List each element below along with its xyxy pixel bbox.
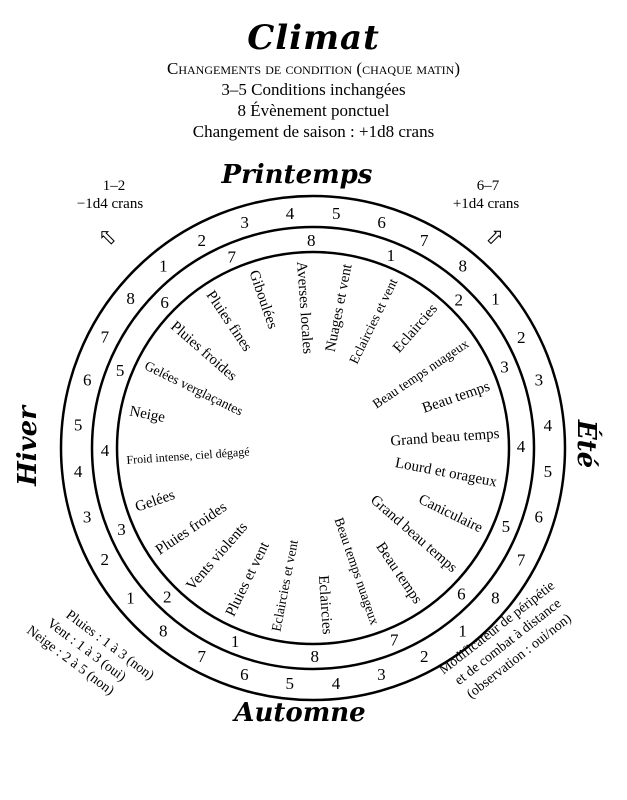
outer-ring-number-10: 6 bbox=[535, 508, 544, 527]
inner-ring-number-13: 6 bbox=[160, 293, 169, 312]
condition-11: Eclaircies bbox=[314, 575, 334, 635]
outer-ring-number-17: 5 bbox=[286, 674, 295, 693]
shift-right-effect: +1d4 crans bbox=[453, 196, 520, 212]
outer-ring-number-11: 7 bbox=[517, 550, 526, 569]
outer-ring-number-24: 4 bbox=[74, 462, 83, 481]
outer-ring-number-19: 7 bbox=[197, 647, 206, 666]
condition-12: Eclaircies et vent bbox=[269, 538, 302, 632]
rule-unchanged: 3–5 Conditions inchangées bbox=[221, 80, 406, 99]
outer-ring-number-30: 2 bbox=[198, 231, 207, 250]
season-summer: Été bbox=[571, 419, 603, 468]
arrow-clockwise-icon: ⇦ bbox=[479, 221, 510, 252]
condition-17: Froid intense, ciel dégagé bbox=[126, 444, 250, 467]
outer-ring-number-16: 4 bbox=[332, 674, 341, 693]
header: Climat Changements de condition (chaque … bbox=[0, 18, 627, 142]
inner-ring-number-14: 7 bbox=[227, 248, 236, 267]
condition-7: Caniculaire bbox=[416, 492, 486, 537]
inner-ring-number-7: 8 bbox=[311, 647, 320, 666]
outer-ring-number-5: 1 bbox=[491, 289, 500, 308]
inner-ring-number-1: 2 bbox=[455, 291, 464, 310]
outer-ring-number-7: 3 bbox=[535, 371, 544, 390]
outer-ring-number-26: 6 bbox=[83, 370, 92, 389]
shift-left-effect: −1d4 crans bbox=[77, 196, 144, 212]
outer-ring-number-13: 1 bbox=[458, 621, 467, 640]
outer-ring-number-0: 4 bbox=[286, 204, 295, 223]
outer-ring-number-14: 2 bbox=[420, 647, 429, 666]
outer-ring-number-23: 3 bbox=[83, 507, 92, 526]
inner-ring-number-8: 1 bbox=[231, 632, 240, 651]
outer-ring-number-1: 5 bbox=[332, 204, 341, 223]
inner-ring-number-10: 3 bbox=[117, 520, 126, 539]
inner-ring-number-0: 1 bbox=[387, 246, 396, 265]
condition-21: Pluies fines bbox=[202, 288, 254, 355]
precipitation-note: Pluies : 1 à 3 (non) Vent : 1 à 3 (oui) … bbox=[24, 608, 157, 699]
shift-left-range: 1–2 bbox=[103, 178, 126, 194]
page-title: Climat bbox=[247, 18, 380, 58]
outer-ring-number-18: 6 bbox=[240, 665, 249, 684]
condition-16: Gelées bbox=[133, 487, 177, 515]
season-spring: Printemps bbox=[221, 160, 373, 190]
rule-season-change: Changement de saison : +1d8 crans bbox=[192, 122, 435, 141]
outer-ring-number-27: 7 bbox=[101, 328, 110, 347]
arrow-counterclockwise-icon: ⇨ bbox=[92, 221, 123, 252]
inner-ring-number-9: 2 bbox=[163, 587, 172, 606]
inner-ring-border bbox=[115, 250, 511, 646]
condition-10: Beau temps nuageux bbox=[331, 515, 382, 627]
condition-18: Neige bbox=[128, 404, 167, 427]
condition-2: Eclaircies bbox=[390, 301, 441, 356]
outer-ring-number-8: 4 bbox=[544, 416, 553, 435]
outer-ring-number-29: 1 bbox=[159, 257, 168, 276]
condition-1: Eclaircies et vent bbox=[346, 276, 400, 366]
inner-ring-number-11: 4 bbox=[101, 441, 110, 460]
outer-ring-number-9: 5 bbox=[544, 462, 553, 481]
subtitle: Changements de condition (chaque matin) bbox=[167, 59, 460, 78]
outer-ring-number-25: 5 bbox=[74, 416, 83, 435]
season-winter: Hiver bbox=[13, 404, 43, 487]
outer-ring-number-2: 6 bbox=[377, 213, 386, 232]
outer-ring-number-4: 8 bbox=[459, 257, 468, 276]
inner-ring-number-5: 6 bbox=[457, 585, 466, 604]
outer-ring-number-22: 2 bbox=[101, 550, 110, 569]
outer-ring-number-20: 8 bbox=[159, 621, 168, 640]
outer-ring-number-21: 1 bbox=[126, 589, 135, 608]
outer-ring-number-28: 8 bbox=[126, 289, 135, 308]
outer-ring-border bbox=[59, 194, 567, 702]
inner-ring-number-6: 7 bbox=[390, 630, 399, 649]
condition-23: Averses locales bbox=[293, 261, 315, 355]
inner-ring-number-3: 4 bbox=[517, 437, 526, 456]
season-autumn: Automne bbox=[231, 698, 365, 728]
condition-6: Lourd et orageux bbox=[394, 456, 499, 492]
condition-22: Giboulées bbox=[245, 268, 280, 331]
condition-4: Beau temps bbox=[420, 379, 492, 417]
shift-right-range: 6–7 bbox=[477, 178, 500, 194]
condition-9: Beau temps bbox=[372, 540, 425, 607]
outer-ring-number-15: 3 bbox=[377, 665, 386, 684]
outer-ring-number-31: 3 bbox=[240, 213, 249, 232]
inner-ring-number-12: 5 bbox=[116, 361, 125, 380]
outer-ring-number-6: 2 bbox=[517, 328, 526, 347]
outer-ring-number-12: 8 bbox=[491, 589, 500, 608]
outer-ring-number-3: 7 bbox=[420, 231, 429, 250]
inner-ring-number-15: 8 bbox=[307, 231, 316, 250]
condition-0: Nuages et vent bbox=[323, 262, 356, 353]
inner-ring-number-2: 3 bbox=[500, 358, 509, 377]
condition-5: Grand beau temps bbox=[390, 426, 500, 450]
rule-event: 8 Évènement ponctuel bbox=[237, 101, 390, 120]
middle-ring-border bbox=[90, 225, 536, 671]
inner-ring-number-4: 5 bbox=[502, 517, 511, 536]
